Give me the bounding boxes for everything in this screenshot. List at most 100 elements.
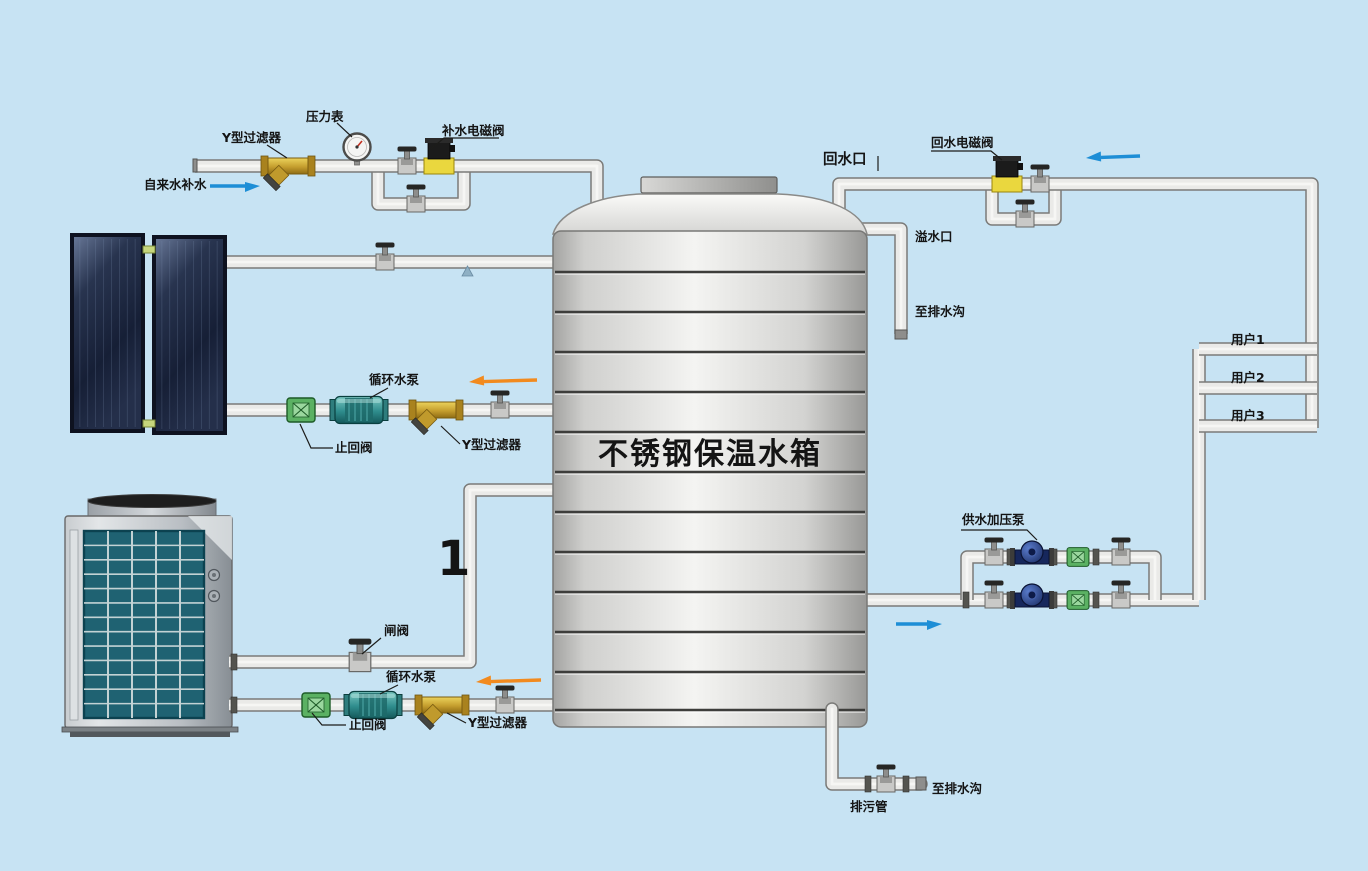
to-drain-label-top: 至排水沟 [915, 304, 965, 319]
user2-label: 用户2 [1230, 370, 1265, 385]
solar-top-valve [375, 242, 395, 271]
flow-arrow-solar [469, 375, 538, 386]
circ-pump-label-bottom: 循环水泵 [386, 669, 437, 684]
y-filter-label-bottom: Y型过滤器 [467, 715, 528, 730]
return-solenoid-valve [991, 156, 1023, 193]
return-main-pipe [832, 177, 1319, 428]
booster-pump-1 [1010, 540, 1054, 566]
return-port-label: 回水口 [823, 150, 867, 168]
tap-water-label: 自来水补水 [144, 177, 207, 192]
knob-center [212, 594, 216, 598]
pipe-flange [1092, 591, 1100, 609]
blowdown-valve [876, 764, 896, 793]
overflow-port-label: 溢水口 [915, 229, 953, 244]
return-bypass-valve [1015, 199, 1035, 228]
pipe-flange [230, 653, 238, 671]
circ-pump-label-mid: 循环水泵 [369, 372, 420, 387]
flow-arrow-heatpump [476, 675, 542, 686]
shutoff-valve [397, 146, 417, 175]
pressure-gauge [342, 132, 372, 166]
filter-stub [416, 703, 444, 731]
leader-lines [266, 122, 1038, 726]
booster-valve-2 [1111, 537, 1131, 566]
evaporator-grille [82, 529, 206, 720]
booster-check-1 [1066, 547, 1090, 567]
solar-collectors [70, 233, 227, 435]
filter-stub [410, 408, 438, 436]
pipe-flange [962, 591, 970, 609]
panel-connector [142, 419, 156, 428]
booster-pump-label: 供水加压泵 [961, 512, 1025, 527]
check-valve-label-mid: 止回阀 [335, 440, 373, 455]
unit-base [61, 726, 239, 733]
booster-check-2 [1066, 590, 1090, 610]
gate-valve-label: 闸阀 [384, 623, 409, 638]
solar-panel-1 [70, 233, 145, 433]
solar-panel-2 [152, 235, 227, 435]
check-valve-label-bottom: 止回阀 [349, 717, 387, 732]
leader-line [369, 387, 389, 399]
bypass-valve [406, 184, 426, 213]
flow-arrow-outlet [896, 620, 942, 630]
sequence-marker-1: 1 [437, 531, 470, 587]
labels: 压力表Y型过滤器补水电磁阀自来水补水回水口回水电磁阀溢水口至排水沟用户1用户2用… [144, 109, 1265, 814]
user3-label: 用户3 [1230, 408, 1265, 423]
supply-main-pipe [195, 159, 604, 212]
pipe-end-cap [915, 776, 927, 791]
booster-valve-4 [1111, 580, 1131, 609]
pipe-end-cap [192, 158, 198, 173]
leader-line [379, 684, 399, 695]
filter-stub [262, 164, 290, 192]
flow-arrow-supply [210, 182, 260, 192]
fan-top [87, 494, 217, 508]
booster-pump-2 [1010, 583, 1054, 609]
leader-line [311, 712, 346, 726]
tank-top-cap [640, 176, 778, 194]
y-filter-supply [260, 155, 316, 192]
pressure-gauge-label: 压力表 [306, 109, 344, 124]
leader-line [931, 150, 1003, 161]
check-valve-mid [286, 397, 316, 423]
circulation-pump-bottom [343, 690, 403, 720]
markers: 1 [437, 265, 474, 587]
solar-mid-valve [490, 390, 510, 419]
user1-label: 用户1 [1230, 332, 1265, 347]
makeup-solenoid-label: 补水电磁阀 [441, 123, 505, 138]
pipe-flange [902, 775, 910, 793]
leader-line [430, 137, 499, 150]
heat-pump-unit [61, 494, 239, 737]
overflow-pipe [858, 222, 908, 334]
body-sheen [188, 516, 232, 560]
gate-valve [348, 638, 372, 673]
leader-line [266, 144, 288, 159]
y-filter-mid [408, 399, 464, 436]
to-drain-label-bottom: 至排水沟 [932, 781, 982, 796]
makeup-solenoid-valve [423, 138, 455, 175]
pipe-end-cap [894, 329, 908, 340]
leader-line [961, 529, 1038, 541]
tank-dome [551, 193, 868, 235]
front-pipework [825, 702, 928, 793]
unit-skid [70, 732, 230, 737]
heatpump-line-valve [495, 685, 515, 714]
knob-center [212, 573, 216, 577]
flow-arrows [210, 151, 1141, 686]
booster-upper-branch [960, 550, 1162, 600]
y-filter-label-mid: Y型过滤器 [461, 437, 522, 452]
pipe-flange [1092, 548, 1100, 566]
return-line-valve [1030, 164, 1050, 193]
panel-connector [142, 245, 156, 254]
y-filter-bottom [414, 694, 470, 731]
tank-body [552, 230, 868, 728]
drain-pipe-label: 排污管 [850, 799, 888, 814]
components [230, 132, 1131, 731]
y-filter-label-top: Y型过滤器 [221, 130, 282, 145]
tank-label: 不锈钢保温水箱 [598, 437, 822, 472]
booster-valve-1 [984, 537, 1004, 566]
flow-arrow-return [1086, 151, 1141, 162]
booster-valve-3 [984, 580, 1004, 609]
side-vent [69, 529, 79, 721]
leader-line [336, 122, 353, 138]
